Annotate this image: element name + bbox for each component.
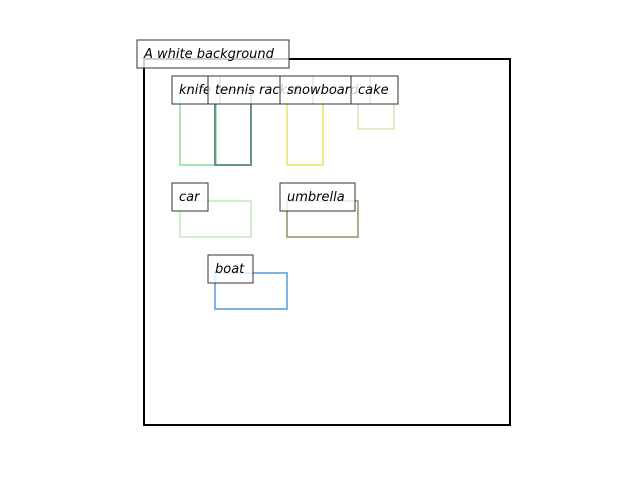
car-label-text: car xyxy=(179,190,201,205)
frame-caption-text: A white background xyxy=(143,47,275,62)
umbrella-label-text: umbrella xyxy=(287,190,345,205)
frame-caption: A white background xyxy=(136,39,290,69)
cake-label: cake xyxy=(350,75,399,105)
car-box xyxy=(179,200,252,238)
car-label: car xyxy=(171,182,209,212)
cake-label-text: cake xyxy=(358,83,389,98)
knife-label-text: knife xyxy=(179,83,211,98)
umbrella-label: umbrella xyxy=(279,182,356,212)
boat-label-text: boat xyxy=(215,262,245,277)
canvas-frame xyxy=(143,58,511,426)
boat-label: boat xyxy=(207,254,254,284)
snowboard-label-text: snowboard xyxy=(287,83,359,98)
